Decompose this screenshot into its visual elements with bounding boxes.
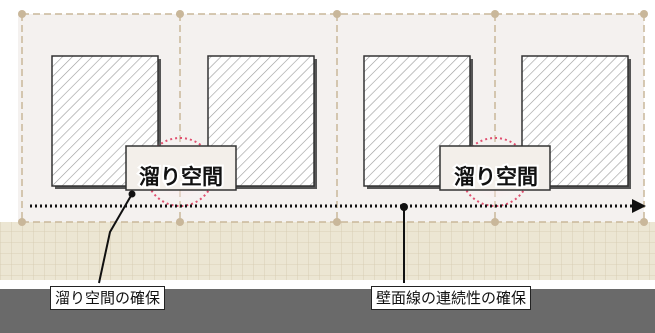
sidewalk-pavement — [0, 222, 655, 280]
callout-right: 壁面線の連続性の確保 — [371, 286, 532, 310]
gathering-space-right — [439, 134, 551, 210]
lot-corner-markers — [18, 10, 648, 226]
lot-boundaries — [21, 13, 645, 223]
building-3 — [363, 55, 473, 189]
gathering-space-left — [125, 134, 237, 210]
space-label-left: 溜り空間 — [139, 165, 223, 189]
leader-line-left — [98, 193, 133, 284]
callout-left: 溜り空間の確保 — [50, 286, 166, 310]
space-label-right: 溜り空間 — [454, 165, 538, 189]
space-label-right-halo: 溜り空間 — [454, 165, 538, 189]
buildings — [51, 55, 631, 189]
arrow-head — [632, 199, 646, 213]
space-label-left-halo: 溜り空間 — [139, 165, 223, 189]
